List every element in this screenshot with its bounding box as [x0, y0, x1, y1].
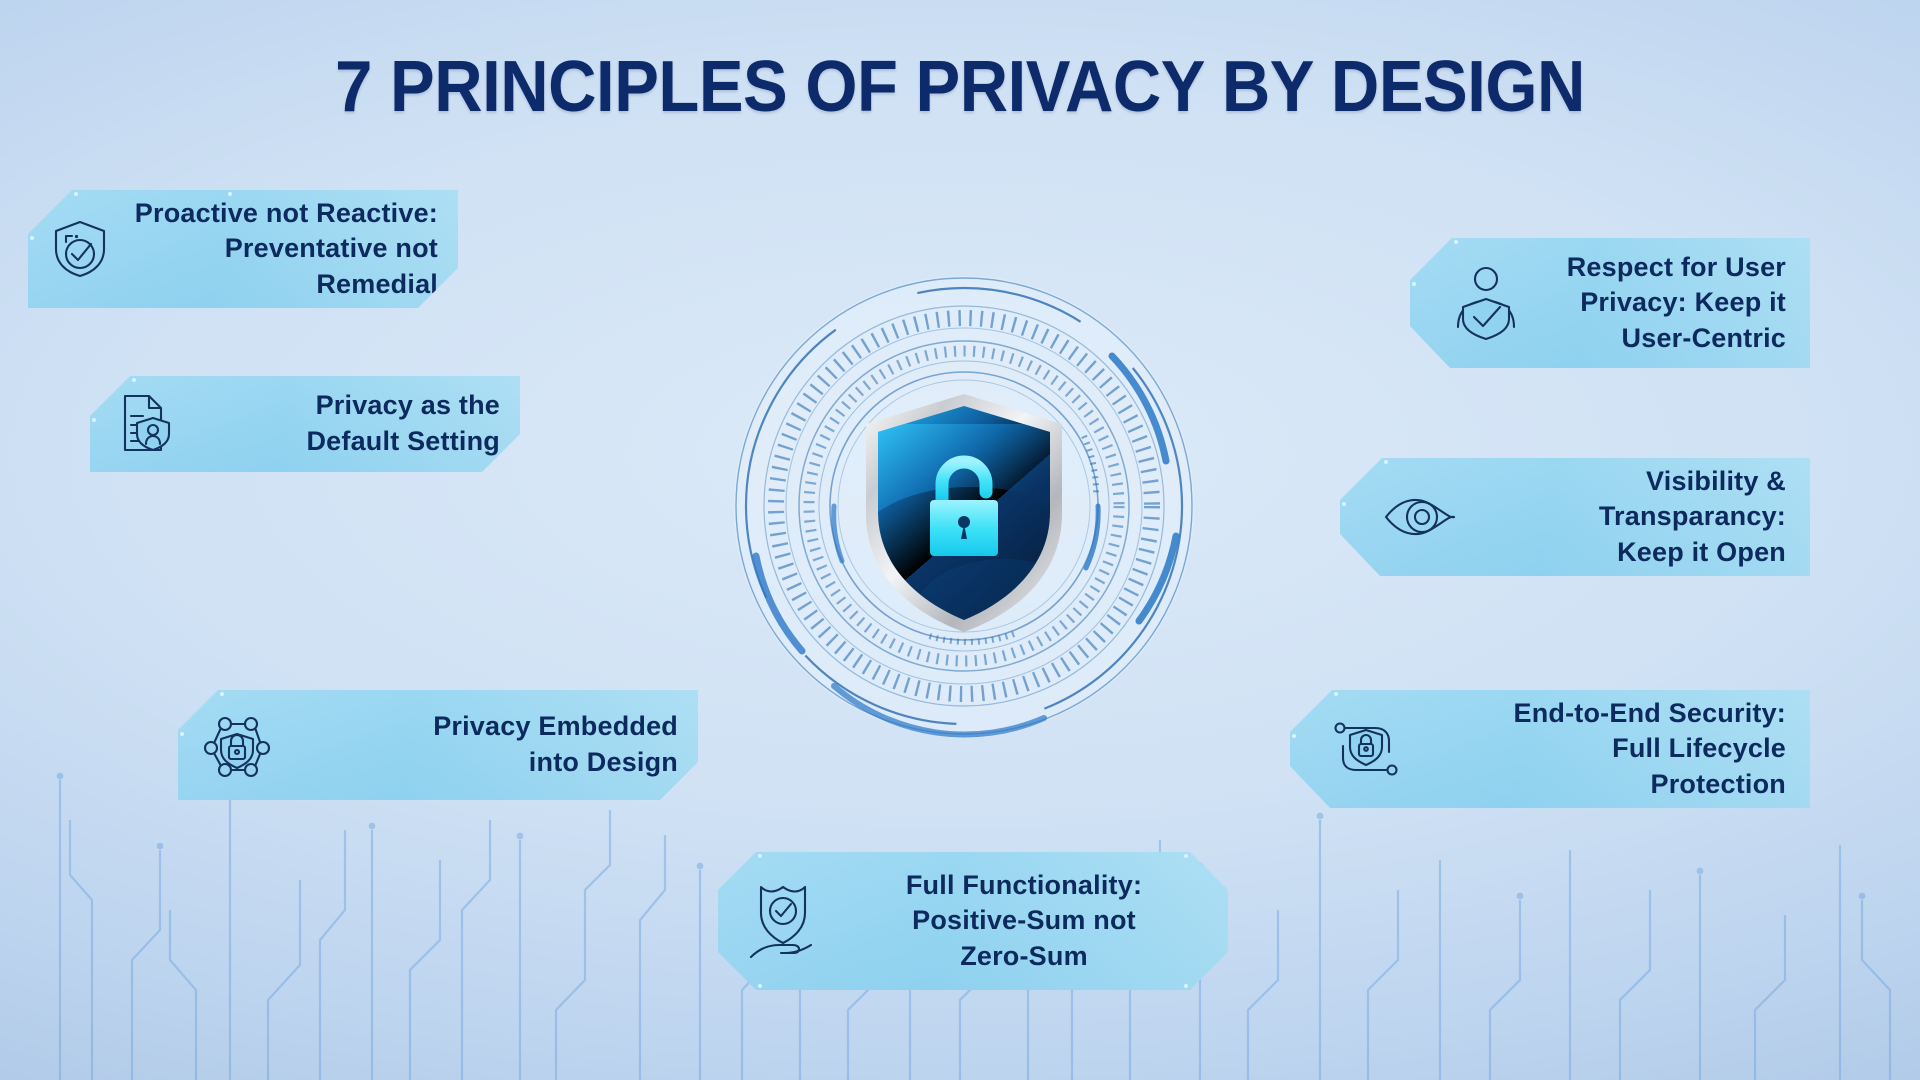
hand-holding-shield-check-icon: [718, 879, 848, 963]
eye-icon: [1360, 493, 1480, 541]
shield-with-padlock: [854, 384, 1074, 634]
shield-check-icon: [28, 218, 132, 280]
principle-label-5: End-to-End Security: Full Lifecycle Prot…: [1513, 697, 1786, 799]
principle-card-5[interactable]: End-to-End Security: Full Lifecycle Prot…: [1290, 690, 1810, 808]
principle-card-6[interactable]: Visibility & Transparancy: Keep it Open: [1340, 458, 1810, 576]
padlock-icon: [930, 455, 998, 556]
principle-card-7[interactable]: Respect for User Privacy: Keep it User-C…: [1410, 238, 1810, 368]
security-shield-emblem: [714, 256, 1214, 756]
principle-label-6: Visibility & Transparancy: Keep it Open: [1598, 465, 1786, 567]
principle-card-3[interactable]: Privacy Embedded into Design: [178, 690, 698, 800]
principle-label-3: Privacy Embedded into Design: [433, 711, 678, 777]
principle-label-7: Respect for User Privacy: Keep it User-C…: [1566, 251, 1786, 353]
principle-card-1[interactable]: Proactive not Reactive: Preventative not…: [28, 190, 458, 308]
page-title: 7 PRINCIPLES OF PRIVACY BY DESIGN: [335, 47, 1585, 127]
principle-card-2[interactable]: Privacy as the Default Setting: [90, 376, 520, 472]
principle-label-2: Privacy as the Default Setting: [306, 390, 500, 456]
end-to-end-lock-shield-icon: [1310, 718, 1422, 780]
document-person-shield-icon: [90, 392, 200, 456]
principle-label-1: Proactive not Reactive: Preventative not…: [134, 197, 438, 299]
principle-label-4: Full Functionality: Positive-Sum not Zer…: [905, 869, 1143, 971]
person-holding-shield-check-icon: [1430, 265, 1542, 341]
hexagon-network-lock-icon: [178, 712, 296, 778]
principle-card-4[interactable]: Full Functionality: Positive-Sum not Zer…: [718, 852, 1228, 990]
